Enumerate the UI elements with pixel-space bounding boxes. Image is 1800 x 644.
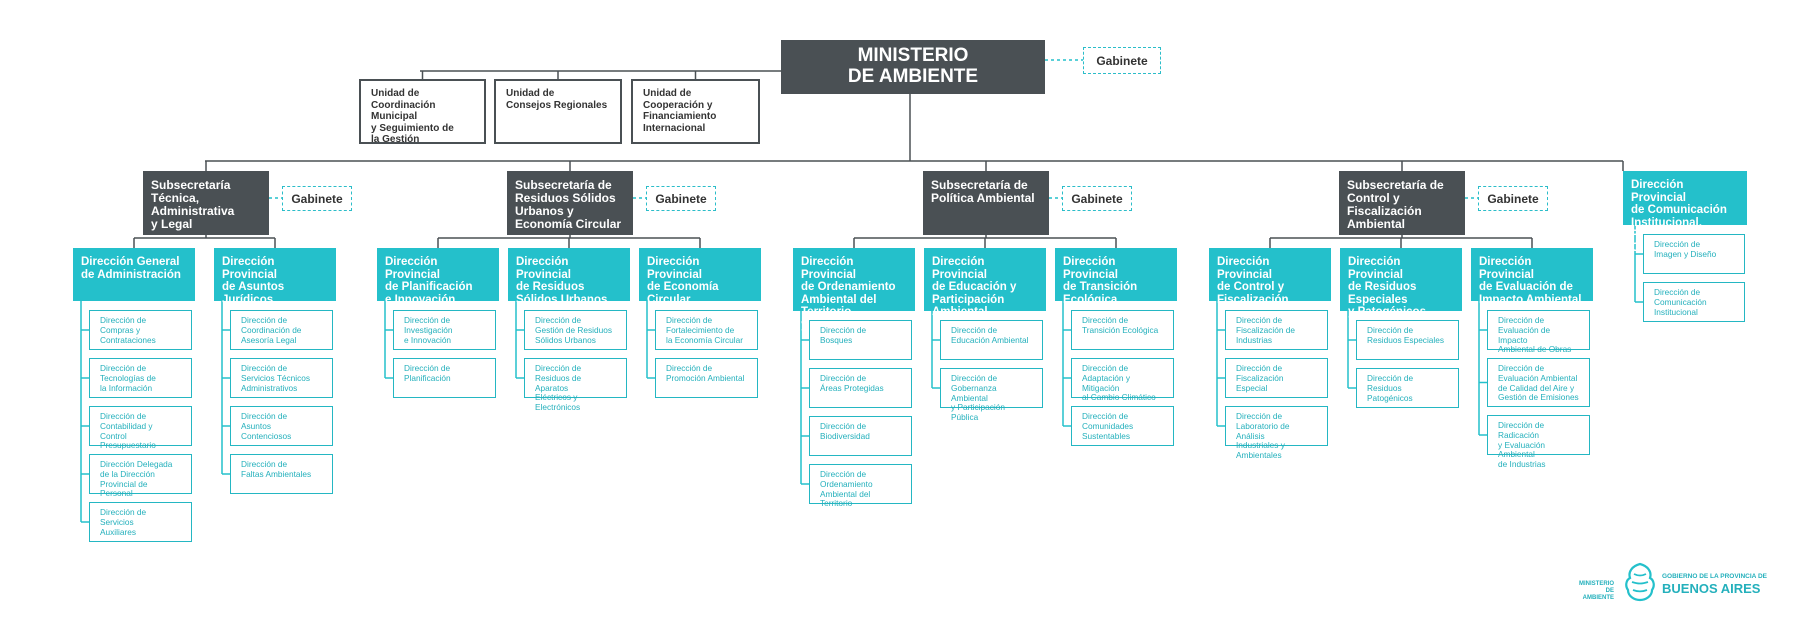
direccion-provincial-box: Dirección Provincial de Control y Fiscal… (1209, 248, 1331, 306)
direccion-sub-box: Dirección de Servicios Técnicos Administ… (230, 358, 333, 398)
direccion-sub-box: Dirección de Investigación e Innovación (393, 310, 496, 350)
direccion-sub-box: Dirección de Transición Ecológica (1071, 310, 1174, 350)
direccion-sub-box: Dirección de Residuos Patogénicos (1356, 368, 1459, 408)
brand-ministerio-text: MINISTERIO DE AMBIENTE (1578, 581, 1614, 601)
direccion-sub-box: Dirección de Áreas Protegidas (809, 368, 912, 408)
direccion-sub-box: Dirección de Evaluación de Impacto Ambie… (1487, 310, 1590, 354)
gabinete-subsecretaria: Gabinete (1062, 186, 1132, 211)
direccion-sub-box: Dirección de Servicios Auxiliares (89, 502, 192, 542)
direccion-sub-box: Dirección de Adaptación y Mitigación al … (1071, 358, 1174, 402)
direccion-provincial-box: Dirección Provincial de Residuos Sólidos… (508, 248, 630, 306)
direccion-comunicacion-box: Dirección Provincial de Comunicación Ins… (1623, 171, 1747, 254)
subsecretaria-box: Subsecretaría de Política Ambiental (923, 171, 1049, 235)
brand-gobierno-text: GOBIERNO DE LA PROVINCIA DE (1662, 573, 1767, 580)
direccion-sub-box: Dirección de Educación Ambiental (940, 320, 1043, 360)
direccion-provincial-box: Dirección Provincial de Planificación e … (377, 248, 499, 306)
direccion-sub-box: Dirección de Fortalecimiento de la Econo… (655, 310, 758, 350)
direccion-provincial-box: Dirección Provincial de Ordenamiento Amb… (793, 248, 915, 331)
direccion-sub-box: Dirección Delegada de la Dirección Provi… (89, 454, 192, 498)
direccion-sub-box: Dirección de Gestión de Residuos Sólidos… (524, 310, 627, 350)
direccion-sub-box: Dirección de Residuos Especiales (1356, 320, 1459, 360)
direccion-sub-box: Dirección de Gobernanza Ambiental y Part… (940, 368, 1043, 422)
direccion-sub-box: Dirección de Evaluación Ambiental de Cal… (1487, 358, 1590, 407)
direccion-sub-box: Dirección de Coordinación de Asesoría Le… (230, 310, 333, 350)
direccion-provincial-box: Dirección Provincial de Asuntos Jurídico… (214, 248, 336, 306)
direccion-sub-box: Dirección de Laboratorio de Análisis Ind… (1225, 406, 1328, 460)
direccion-provincial-box: Dirección Provincial de Educación y Part… (924, 248, 1046, 318)
direccion-sub-box: Dirección de Asuntos Contenciosos (230, 406, 333, 446)
subsecretaria-box: Subsecretaría Técnica, Administrativa y … (143, 171, 269, 235)
direccion-sub-box: Dirección de Residuos de Aparatos Eléctr… (524, 358, 627, 412)
direccion-sub-box: Dirección de Bosques (809, 320, 912, 360)
subsecretaria-box: Subsecretaría de Residuos Sólidos Urbano… (507, 171, 633, 235)
gabinete-subsecretaria: Gabinete (282, 186, 352, 211)
direccion-sub-box: Dirección de Radicación y Evaluación Amb… (1487, 415, 1590, 469)
ministerio-title: MINISTERIO DE AMBIENTE (781, 40, 1045, 94)
brand-provincia-text: BUENOS AIRES (1662, 581, 1761, 596)
unidad-box: Unidad de Cooperación y Financiamiento I… (631, 79, 760, 144)
direccion-provincial-box: Dirección Provincial de Evaluación de Im… (1471, 248, 1593, 306)
province-logo-icon (1625, 562, 1655, 602)
gabinete-root: Gabinete (1083, 47, 1161, 74)
direccion-provincial-box: Dirección General de Administración (73, 248, 195, 301)
gabinete-subsecretaria: Gabinete (1478, 186, 1548, 211)
direccion-sub-box: Dirección de Compras y Contrataciones (89, 310, 192, 350)
subsecretaria-box: Subsecretaría de Control y Fiscalización… (1339, 171, 1465, 235)
direccion-sub-box: Dirección de Tecnologías de la Informaci… (89, 358, 192, 398)
direccion-sub-box: Dirección de Ordenamiento Ambiental del … (809, 464, 912, 508)
direccion-sub-box: Dirección de Planificación (393, 358, 496, 398)
direccion-provincial-box: Dirección Provincial de Residuos Especia… (1340, 248, 1462, 318)
direccion-sub-box: Dirección de Fiscalización de Industrias (1225, 310, 1328, 350)
direccion-sub-box: Dirección de Biodiversidad (809, 416, 912, 456)
direccion-sub-box: Dirección de Imagen y Diseño (1643, 234, 1745, 274)
unidad-box: Unidad de Coordinación Municipal y Segui… (359, 79, 486, 145)
direccion-provincial-box: Dirección Provincial de Transición Ecoló… (1055, 248, 1177, 306)
direccion-sub-box: Dirección de Comunicación Institucional (1643, 282, 1745, 322)
direccion-sub-box: Dirección de Comunidades Sustentables (1071, 406, 1174, 446)
unidad-box: Unidad de Consejos Regionales (494, 79, 622, 144)
gabinete-subsecretaria: Gabinete (646, 186, 716, 211)
direccion-sub-box: Dirección de Promoción Ambiental (655, 358, 758, 398)
direccion-provincial-box: Dirección Provincial de Economía Circula… (639, 248, 761, 306)
direccion-sub-box: Dirección de Contabilidad y Control Pres… (89, 406, 192, 450)
direccion-sub-box: Dirección de Faltas Ambientales (230, 454, 333, 494)
direccion-sub-box: Dirección de Fiscalización Especial (1225, 358, 1328, 398)
